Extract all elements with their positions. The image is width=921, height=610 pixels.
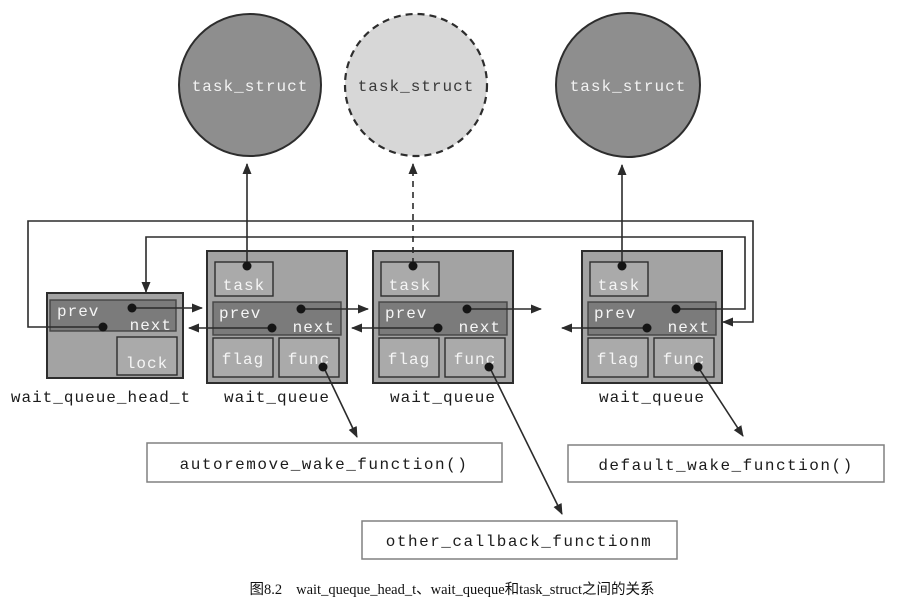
node-prev-next-bar: [212, 301, 342, 336]
callout-autoremove-label: autoremove_wake_function(): [180, 456, 469, 474]
func-callback-arrow-3: [699, 369, 744, 437]
wait-queue-node-3: task prev next flag func wait_queue: [581, 250, 723, 407]
prev-field-label: prev: [385, 305, 427, 323]
wait-queue-node-2: task prev next flag func wait_queue: [372, 250, 514, 407]
func-callback-arrow-2: [490, 369, 563, 515]
func-callback-arrow-1: [324, 369, 358, 438]
node-box-label: wait_queue: [599, 389, 705, 407]
task-struct-circle-shape-dashed: [343, 12, 489, 158]
callout-default-box: [567, 444, 885, 483]
node-prev-next-bar: [587, 301, 717, 336]
flag-field-label: flag: [597, 351, 639, 369]
node-box-label: wait_queue: [390, 389, 496, 407]
callout-other-box: [361, 520, 678, 560]
node3-func-pointer-dot: [693, 362, 703, 372]
task-struct-circle-shape: [178, 13, 322, 157]
task-field-label: task: [389, 277, 431, 295]
node3-task-pointer-dot: [617, 261, 627, 271]
head-prev-field-label: prev: [57, 303, 99, 321]
node-flag-cell: [212, 337, 274, 378]
head-lock-field-label: lock: [126, 355, 168, 373]
callouts: autoremove_wake_function() default_wake_…: [146, 442, 885, 560]
head-prev-pointer-dot: [98, 322, 108, 332]
head-next-pointer-dot: [127, 303, 137, 313]
task-struct-label: task_struct: [192, 78, 309, 96]
pointer-dots: [98, 261, 703, 372]
head-next-field-label: next: [130, 317, 172, 335]
next-field-label: next: [668, 319, 710, 337]
node-func-cell: [278, 337, 340, 378]
node-flag-cell: [587, 337, 649, 378]
wait-queue-node-1: task prev next flag func wait_queue: [206, 250, 348, 407]
links: [27, 163, 754, 515]
task-struct-circle-3: task_struct: [555, 12, 701, 158]
next-field-label: next: [459, 319, 501, 337]
node-func-cell: [653, 337, 715, 378]
head-prev-next-bar: [49, 299, 177, 332]
wraparound-prev-to-tail-arrow: [27, 220, 754, 328]
node3-next-pointer-dot: [671, 304, 681, 314]
task-struct-circle-1: task_struct: [178, 13, 322, 157]
callout-other-label: other_callback_functionm: [386, 533, 652, 551]
node2-next-pointer-dot: [462, 304, 472, 314]
node2-task-pointer-dot: [408, 261, 418, 271]
node1-func-pointer-dot: [318, 362, 328, 372]
task-struct-circle-2: task_struct: [343, 12, 489, 158]
wait-queue-head-box: prev next lock wait_queue_head_t: [11, 292, 191, 407]
next-field-label: next: [293, 319, 335, 337]
prev-field-label: prev: [219, 305, 261, 323]
node3-prev-pointer-dot: [642, 323, 652, 333]
flag-field-label: flag: [388, 351, 430, 369]
callout-default-label: default_wake_function(): [598, 457, 853, 475]
head-lock-cell: [116, 336, 178, 376]
task-struct-circle-shape: [555, 12, 701, 158]
flag-field-label: flag: [222, 351, 264, 369]
node1-next-pointer-dot: [296, 304, 306, 314]
node-prev-next-bar: [378, 301, 508, 336]
figure-caption-text: wait_queque_head_t、wait_queque和task_stru…: [296, 581, 654, 598]
figure-caption: 图8.2 wait_queque_head_t、wait_queque和task_…: [249, 581, 654, 598]
node2-func-pointer-dot: [484, 362, 494, 372]
callout-autoremove-box: [146, 442, 503, 483]
func-field-label: func: [663, 351, 705, 369]
node-flag-cell: [378, 337, 440, 378]
wraparound-next-to-head-arrow: [141, 236, 746, 310]
node2-prev-pointer-dot: [433, 323, 443, 333]
node1-task-pointer-dot: [242, 261, 252, 271]
func-field-label: func: [288, 351, 330, 369]
figure-caption-number: 图8.2: [249, 582, 282, 598]
head-box-label: wait_queue_head_t: [11, 389, 191, 407]
func-field-label: func: [454, 351, 496, 369]
prev-field-label: prev: [594, 305, 636, 323]
node1-prev-pointer-dot: [267, 323, 277, 333]
task-struct-label: task_struct: [570, 78, 687, 96]
task-struct-label: task_struct: [358, 78, 475, 96]
task-field-label: task: [223, 277, 265, 295]
task-field-label: task: [598, 277, 640, 295]
node-box-label: wait_queue: [224, 389, 330, 407]
node-func-cell: [444, 337, 506, 378]
